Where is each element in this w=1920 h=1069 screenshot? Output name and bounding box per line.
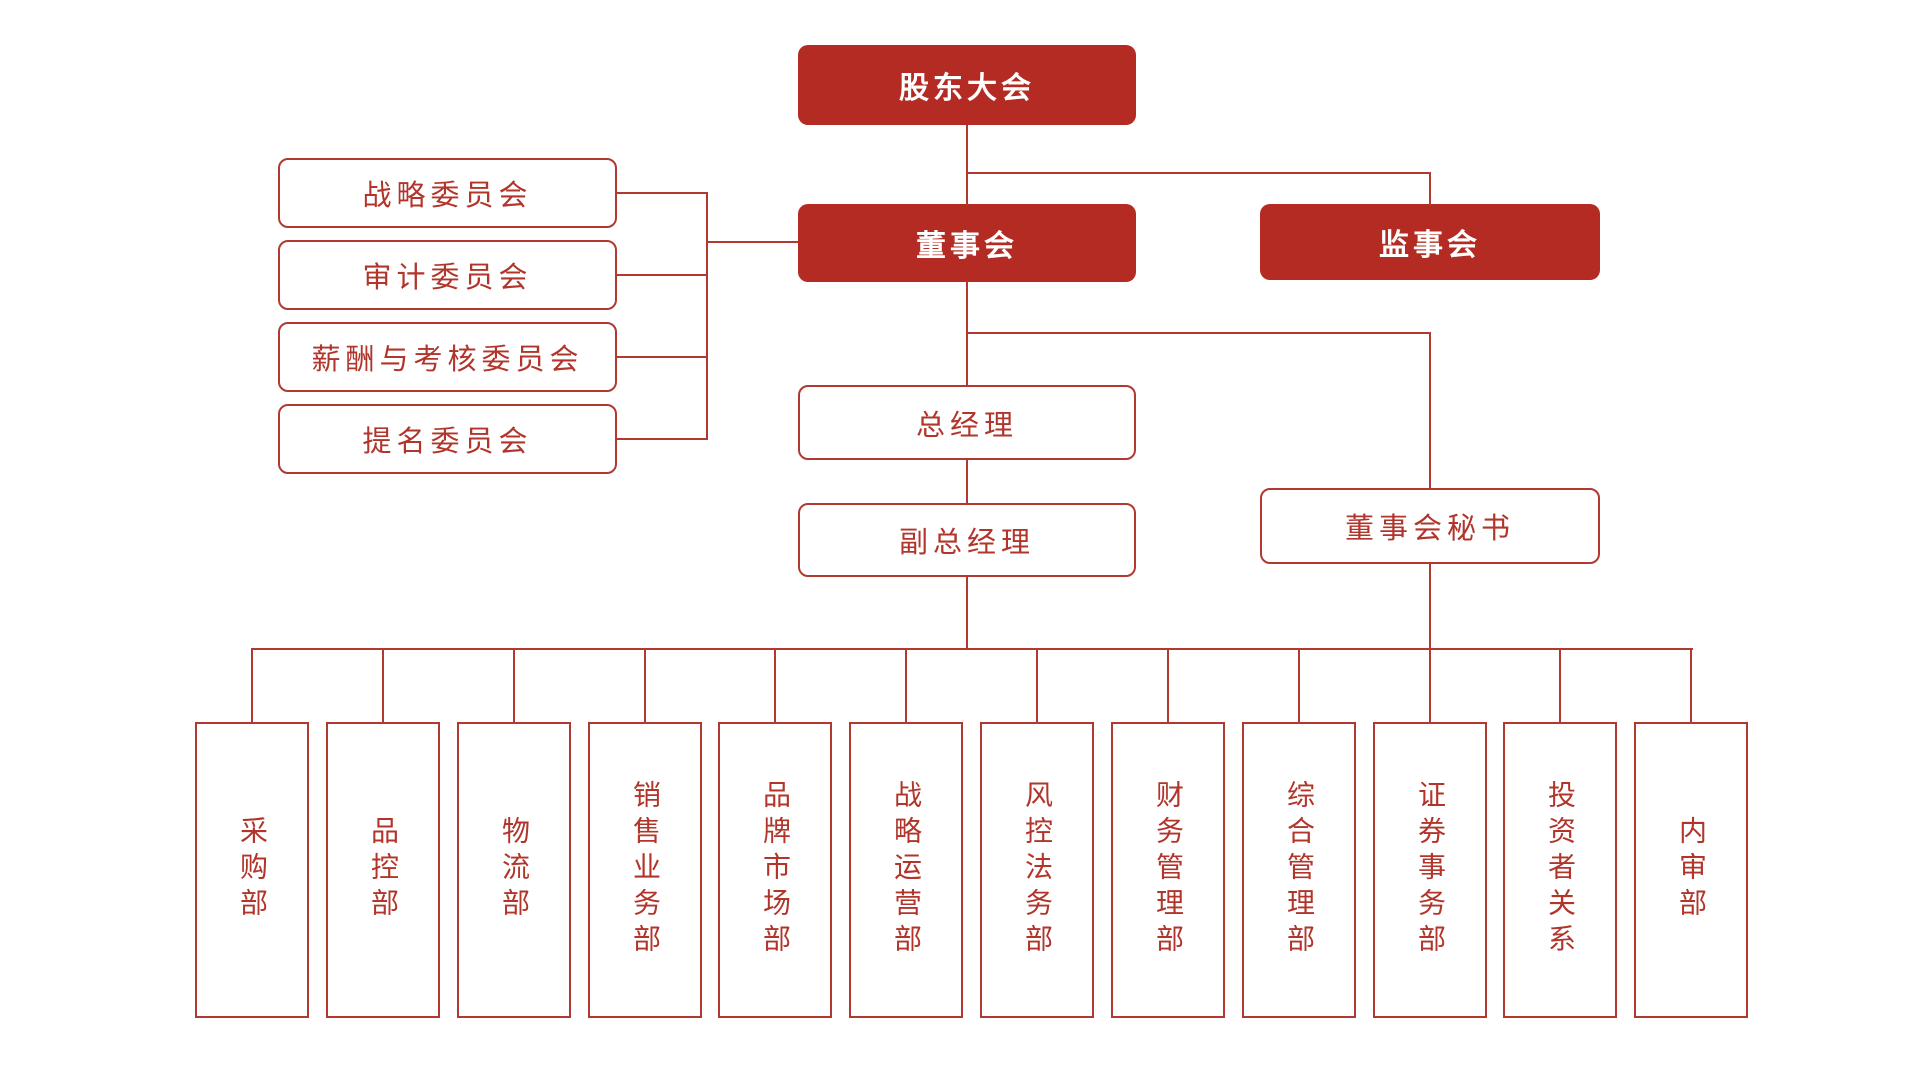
node-dept-general-management: 综合管理部 xyxy=(1242,722,1356,1018)
node-dept-quality-control: 品控部 xyxy=(326,722,440,1018)
node-general-manager: 总经理 xyxy=(798,385,1136,460)
node-dept-sales-business: 销售业务部 xyxy=(588,722,702,1018)
connector-drop-general-mgmt xyxy=(1298,650,1300,722)
node-shareholders-meeting: 股东大会 xyxy=(798,45,1136,125)
node-dept-logistics: 物流部 xyxy=(457,722,571,1018)
node-dept-securities-affairs: 证券事务部 xyxy=(1373,722,1487,1018)
node-board-of-directors: 董事会 xyxy=(798,204,1136,282)
node-dept-investor-relations: 投资者关系 xyxy=(1503,722,1617,1018)
connector-to-secretary xyxy=(1429,332,1431,488)
connector-committee-stub-1 xyxy=(617,192,707,194)
node-dept-finance-management: 财务管理部 xyxy=(1111,722,1225,1018)
connector-department-bus xyxy=(251,648,1693,650)
node-committee-strategy: 战略委员会 xyxy=(278,158,617,228)
node-dept-strategy-operations: 战略运营部 xyxy=(849,722,963,1018)
node-dept-risk-legal: 风控法务部 xyxy=(980,722,1094,1018)
node-dept-internal-audit: 内审部 xyxy=(1634,722,1748,1018)
connector-deputy-gm-to-bus xyxy=(966,577,968,650)
node-committee-nomination: 提名委员会 xyxy=(278,404,617,474)
node-dept-brand-marketing: 品牌市场部 xyxy=(718,722,832,1018)
connector-committee-stub-2 xyxy=(617,274,707,276)
connector-drop-finance xyxy=(1167,650,1169,722)
connector-drop-brand xyxy=(774,650,776,722)
connector-committee-stub-4 xyxy=(617,438,707,440)
connector-root-to-board xyxy=(966,125,968,205)
node-committee-audit: 审计委员会 xyxy=(278,240,617,310)
connector-committees-to-board xyxy=(706,241,798,243)
connector-drop-internal-audit xyxy=(1690,650,1692,722)
node-board-secretary: 董事会秘书 xyxy=(1260,488,1600,564)
connector-drop-risk-legal xyxy=(1036,650,1038,722)
connector-committee-bus xyxy=(706,192,708,440)
connector-drop-strategy-ops xyxy=(905,650,907,722)
connector-board-branch-horizontal xyxy=(966,332,1431,334)
node-committee-remuneration-appraisal: 薪酬与考核委员会 xyxy=(278,322,617,392)
connector-to-supervisory xyxy=(1429,172,1431,206)
connector-committee-stub-3 xyxy=(617,356,707,358)
node-supervisory-board: 监事会 xyxy=(1260,204,1600,280)
connector-drop-logistics xyxy=(513,650,515,722)
connector-drop-investor-rel xyxy=(1559,650,1561,722)
connector-drop-quality xyxy=(382,650,384,722)
connector-secretary-to-dept xyxy=(1429,564,1431,722)
connector-gm-to-deputy-gm xyxy=(966,460,968,503)
node-deputy-general-manager: 副总经理 xyxy=(798,503,1136,577)
node-dept-procurement: 采购部 xyxy=(195,722,309,1018)
connector-drop-procurement xyxy=(251,650,253,722)
connector-drop-sales xyxy=(644,650,646,722)
connector-root-branch-horizontal xyxy=(966,172,1431,174)
